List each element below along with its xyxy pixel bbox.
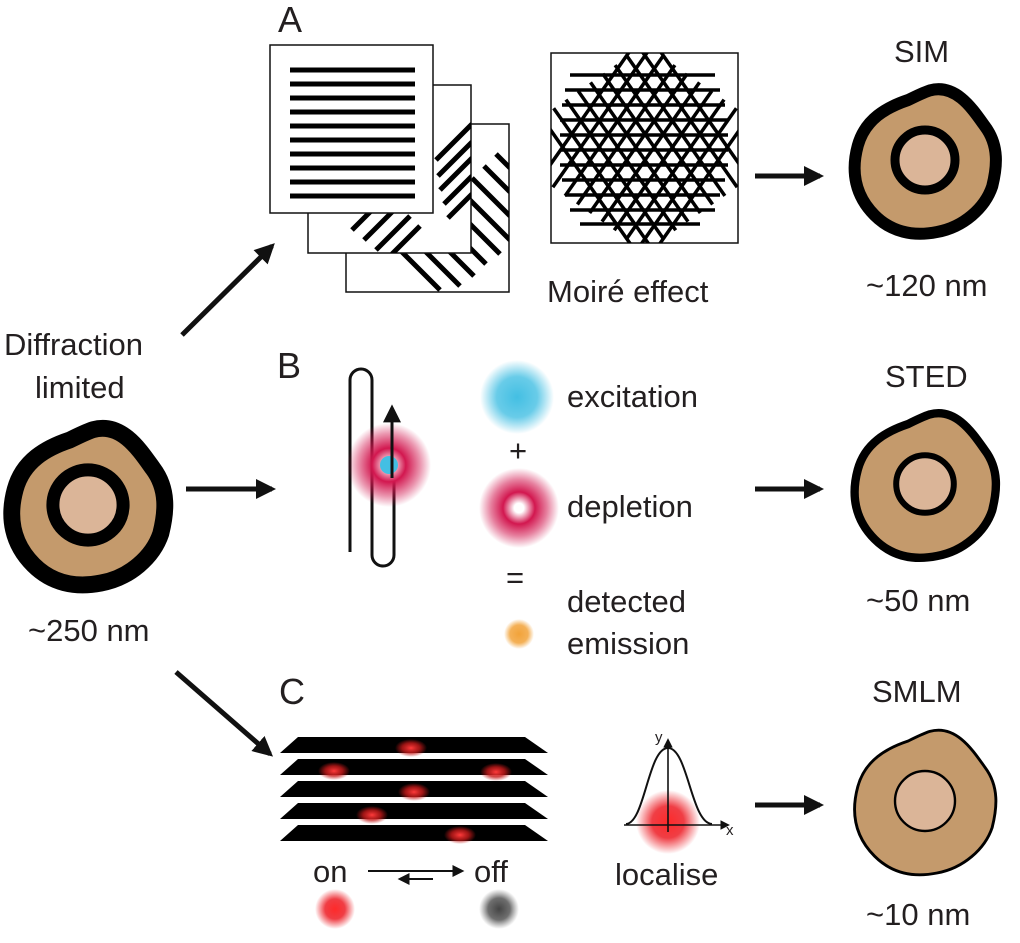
sim-pattern-square-1	[269, 44, 434, 214]
detected-emission-spot	[504, 619, 534, 649]
axis-y-label: y	[655, 729, 663, 746]
on-state-spot	[315, 889, 355, 929]
detected-label-line1: detected	[567, 584, 686, 619]
plus-sign: +	[509, 433, 527, 468]
panel-label-b: B	[277, 345, 301, 386]
diffraction-limited-cell	[12, 428, 165, 585]
sim-title: SIM	[894, 34, 949, 69]
sted-cell	[855, 413, 996, 558]
panel-label-c: C	[279, 671, 305, 712]
excitation-spot	[480, 360, 554, 434]
moire-label: Moiré effect	[547, 274, 709, 309]
sted-scan-path	[347, 367, 431, 568]
arrow-to-sim	[180, 243, 275, 337]
equals-sign: =	[506, 560, 524, 595]
off-state-spot	[479, 889, 519, 929]
axis-x-label: x	[726, 822, 734, 839]
diffraction-label-line2: limited	[35, 370, 125, 405]
panel-label-a: A	[278, 0, 302, 40]
localise-label: localise	[615, 857, 718, 892]
moire-square	[550, 52, 739, 244]
sim-cell	[855, 89, 996, 234]
excitation-label: excitation	[567, 379, 698, 414]
diffraction-resolution: ~250 nm	[28, 613, 150, 648]
depletion-spot	[479, 468, 559, 548]
sted-title: STED	[885, 359, 968, 394]
on-label: on	[313, 854, 347, 889]
smlm-frame-stack	[280, 737, 548, 844]
arrow-to-smlm	[174, 670, 274, 757]
localise-gaussian-plot: y x	[624, 729, 734, 854]
smlm-title: SMLM	[872, 674, 962, 709]
smlm-cell	[853, 728, 998, 877]
depletion-label: depletion	[567, 489, 693, 524]
diffraction-label-line1: Diffraction	[4, 327, 143, 362]
off-label: off	[474, 854, 508, 889]
detected-label-line2: emission	[567, 626, 689, 661]
sim-resolution: ~120 nm	[866, 268, 988, 303]
smlm-resolution: ~10 nm	[866, 897, 970, 932]
sted-resolution: ~50 nm	[866, 583, 970, 618]
